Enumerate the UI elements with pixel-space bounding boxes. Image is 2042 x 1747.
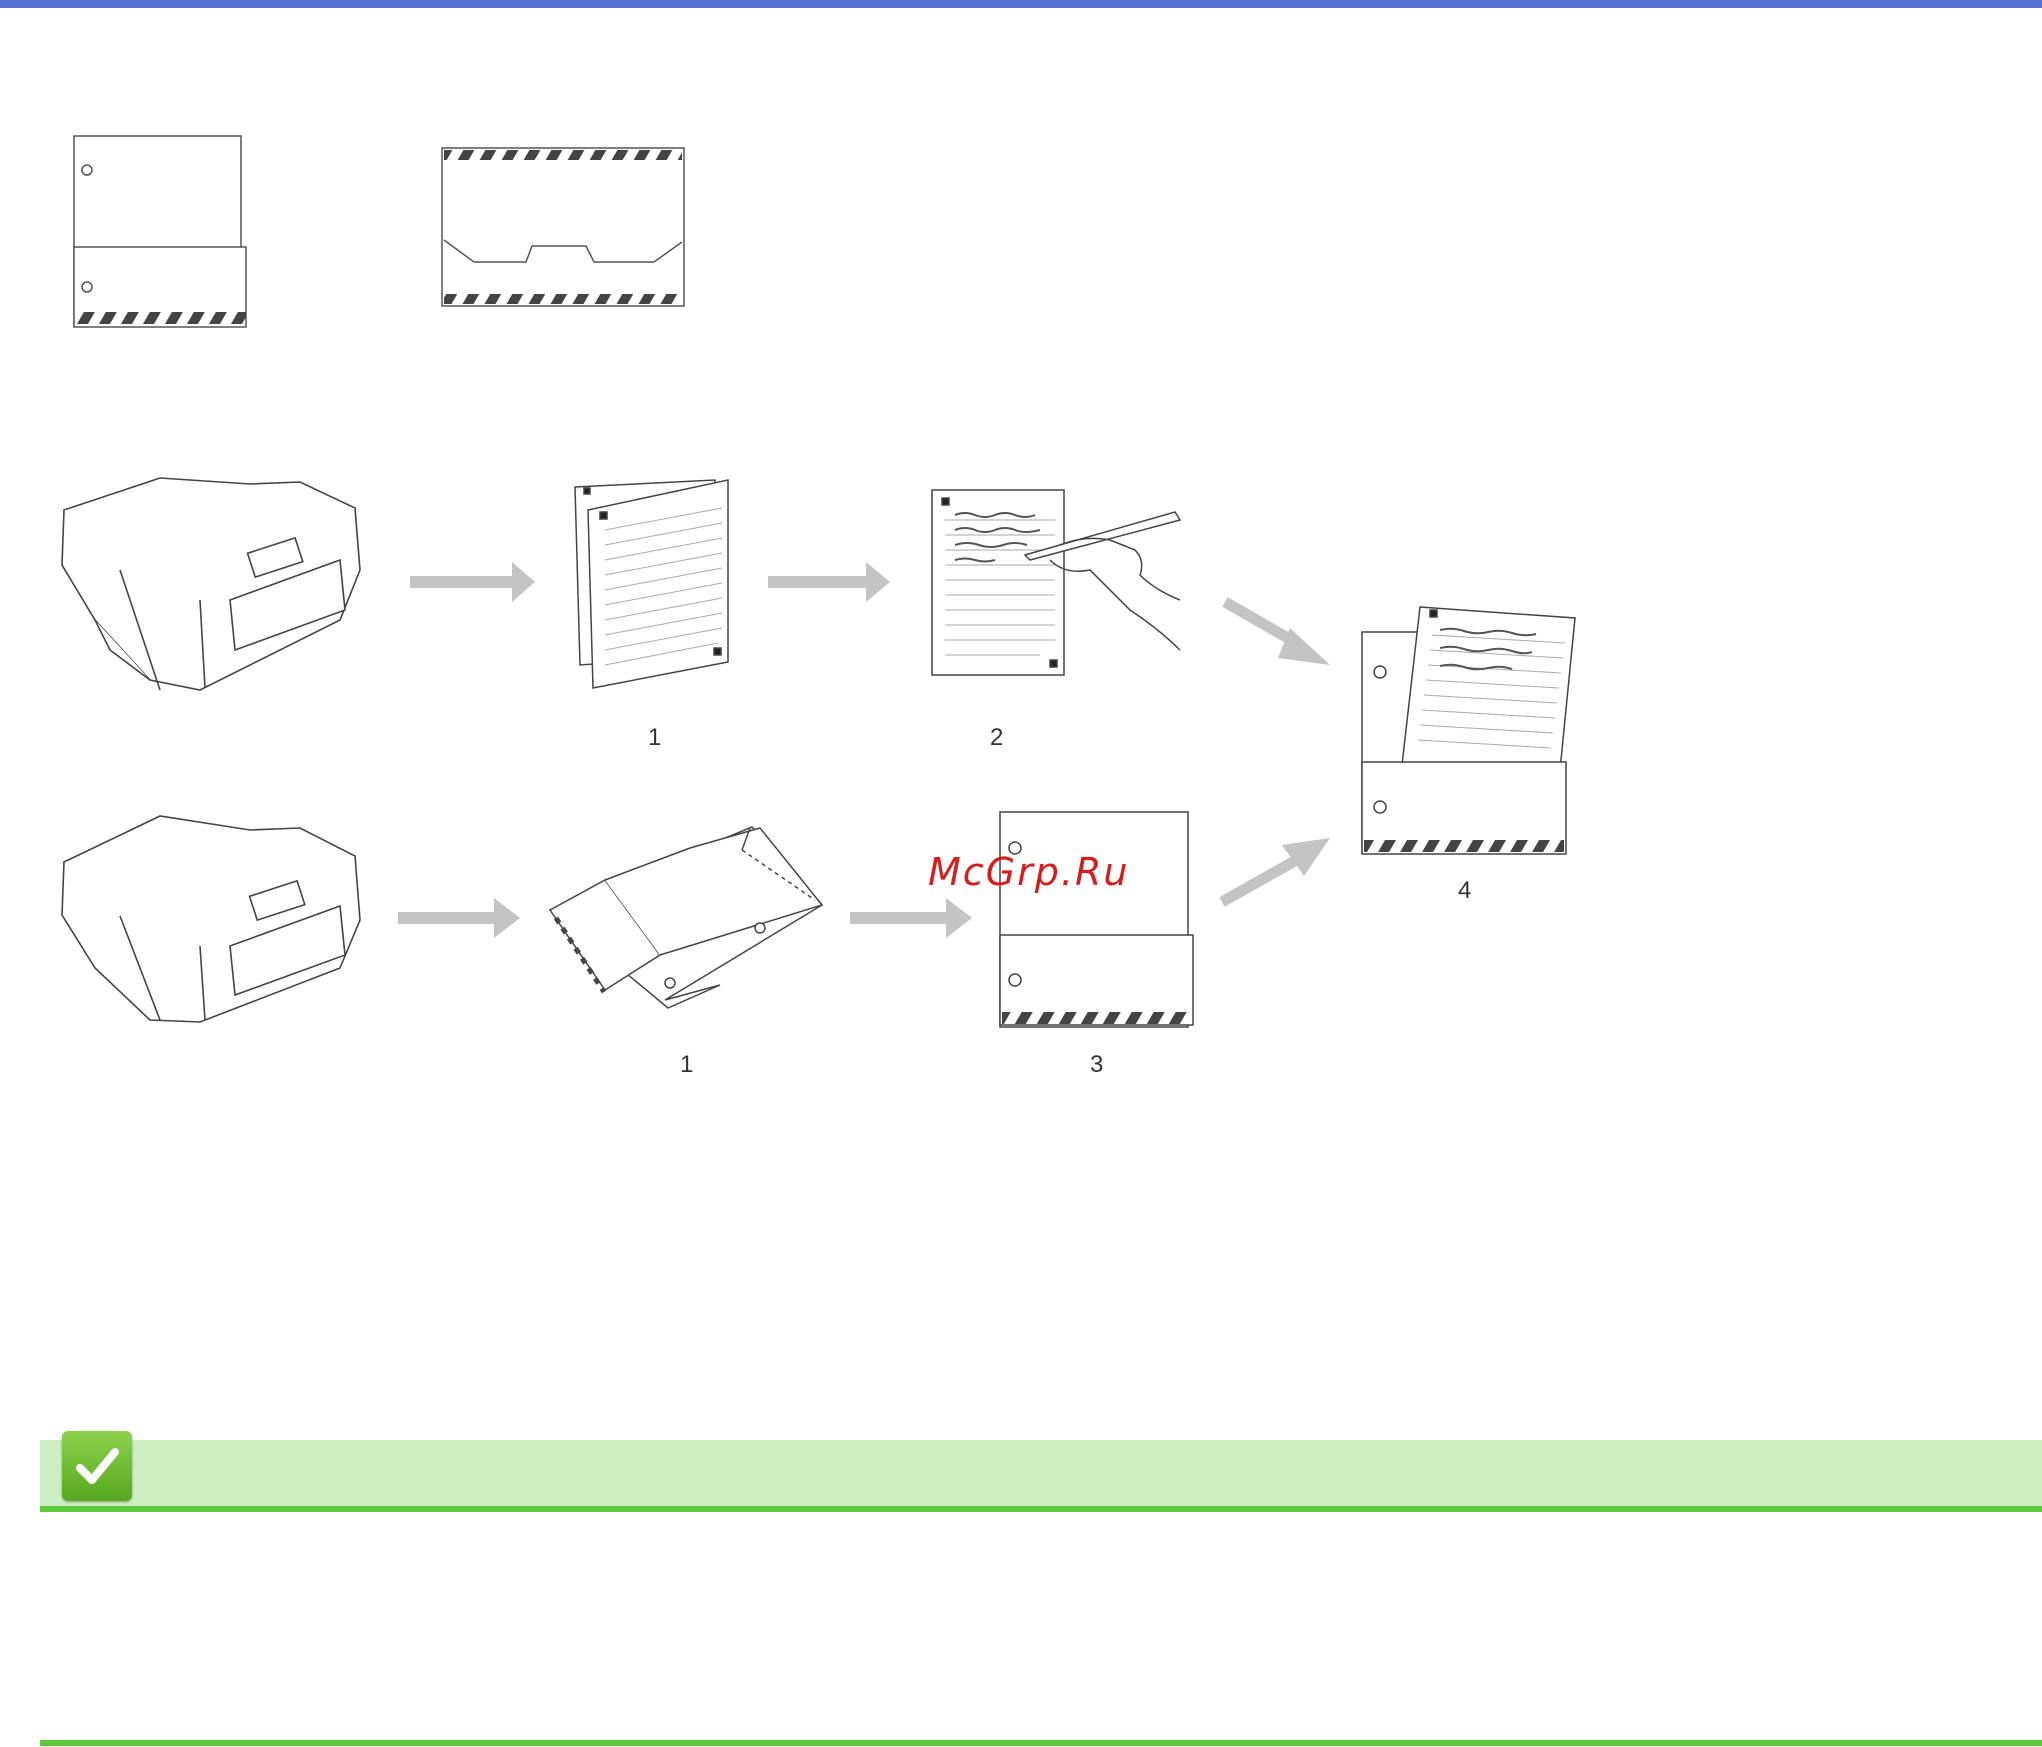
printed-outline-sheets-icon <box>575 480 728 688</box>
printer-icon-row1 <box>62 478 360 690</box>
step-label-row2-3: 3 <box>1090 1051 1103 1079</box>
completed-pocket-icon <box>1362 607 1575 854</box>
related-information-bar <box>40 1440 2042 1506</box>
folding-template-icon <box>550 827 822 1008</box>
pocket-template-icon <box>74 136 246 327</box>
watermark-text: McGrp.Ru <box>928 850 1129 894</box>
step-label-row2-1: 1 <box>680 1051 693 1079</box>
assembled-pocket-icon <box>1000 812 1193 1027</box>
checkmark-icon <box>62 1431 132 1501</box>
step-label-row1-1: 1 <box>648 724 661 752</box>
bottom-divider <box>40 1740 2042 1746</box>
step-label-row1-2: 2 <box>990 724 1003 752</box>
related-information-underline <box>40 1506 2042 1512</box>
printer-icon-row2 <box>62 816 360 1022</box>
step-label-final-4: 4 <box>1458 877 1471 905</box>
unfolded-template-icon <box>442 148 684 306</box>
handwritten-sheet-icon <box>932 490 1180 675</box>
